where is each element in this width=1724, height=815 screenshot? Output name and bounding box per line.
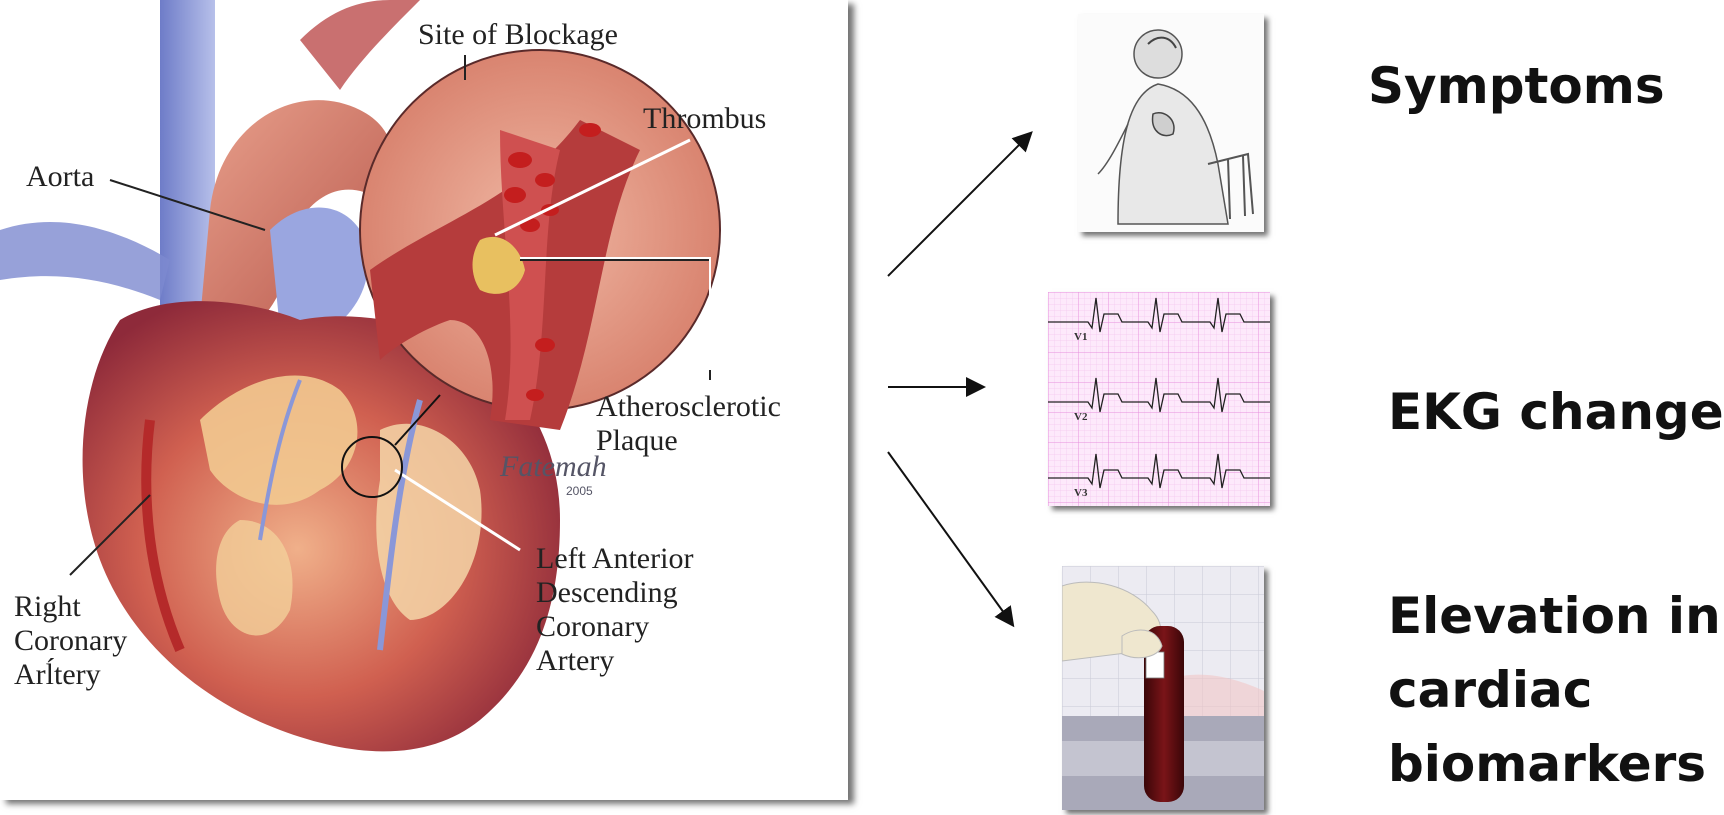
artist-signature: Fatemah	[500, 450, 607, 484]
artist-signature-year: 2005	[566, 484, 593, 498]
label-plaque: Plaque	[596, 422, 678, 460]
label-atherosclerotic: Atherosclerotic	[596, 388, 781, 426]
label-lad-1: Left Anterior	[536, 540, 693, 578]
label-lad-4: Artery	[536, 642, 614, 680]
label-rca-2: Coronary	[14, 622, 127, 660]
label-lad-3: Coronary	[536, 608, 649, 646]
ekg-lead-v1: V1	[1074, 331, 1087, 343]
label-aorta: Aorta	[26, 158, 94, 196]
label-rca-3: Arĺtery	[14, 656, 101, 694]
chest-pain-patient-icon	[1078, 14, 1264, 232]
heart-illustration-panel: Site of Blockage Thrombus Aorta Atherosc…	[0, 0, 848, 800]
label-biomarkers-3: biomarkers	[1388, 732, 1706, 796]
ekg-lead-v2: V2	[1074, 411, 1088, 423]
label-lad-2: Descending	[536, 574, 678, 612]
arrow-to-biomarkers	[888, 452, 1012, 624]
label-site-of-blockage: Site of Blockage	[418, 16, 618, 54]
label-rca-1: Right	[14, 588, 81, 626]
pulmonary-artery	[270, 208, 368, 331]
symptoms-image	[1078, 14, 1264, 232]
blood-sample-tube-icon	[1062, 566, 1264, 810]
arrow-to-symptoms	[888, 134, 1030, 276]
label-biomarkers-1: Elevation in	[1388, 584, 1721, 648]
label-symptoms: Symptoms	[1368, 54, 1665, 118]
pulmonary-vessel-right	[300, 0, 420, 90]
ekg-lead-v3: V3	[1074, 487, 1088, 499]
outcome-arrows	[880, 100, 1040, 660]
ekg-strip-icon: V1 V2 V3	[1048, 292, 1270, 506]
pulmonary-vessel-left	[0, 222, 170, 300]
ekg-image: V1 V2 V3	[1048, 292, 1270, 506]
label-thrombus: Thrombus	[643, 100, 766, 138]
label-ekg-change: EKG change	[1388, 380, 1724, 444]
label-biomarkers-2: cardiac	[1388, 658, 1592, 722]
biomarkers-image	[1062, 566, 1264, 810]
